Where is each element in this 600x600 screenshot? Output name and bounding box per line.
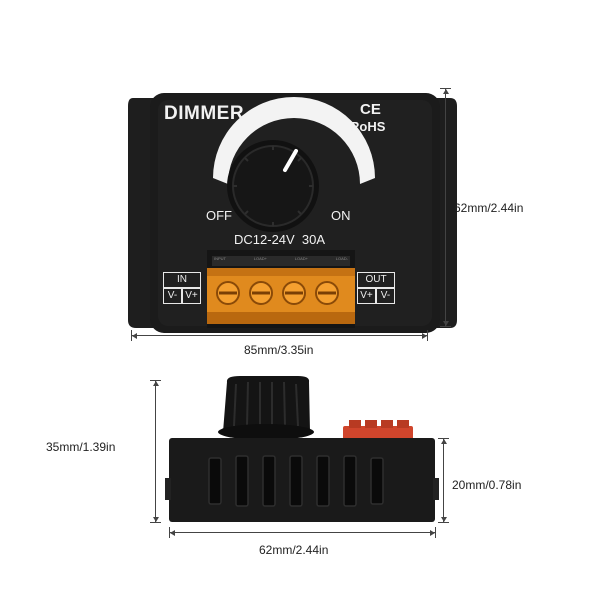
side-total-height-label: 35mm/1.39in	[46, 440, 116, 454]
top-height-label: 62mm/2.44in	[454, 201, 524, 215]
out-terminal-pos: V+	[357, 288, 376, 304]
side-body-arrow-down	[441, 517, 447, 522]
side-total-height-line	[155, 380, 156, 522]
top-height-line	[445, 88, 446, 326]
side-width-line	[169, 532, 435, 533]
dimmer-side-body	[165, 376, 439, 522]
on-label: ON	[331, 208, 351, 223]
in-terminal-pos: V+	[182, 288, 201, 304]
out-label: OUT	[357, 272, 395, 288]
terminal-marking: LOAD-	[335, 256, 348, 261]
side-body-tick-top	[438, 438, 449, 439]
terminal-marking: LOAD+	[253, 256, 267, 261]
side-terminal-block	[343, 426, 413, 440]
knob-ridges	[233, 146, 313, 226]
in-terminal-neg: V-	[163, 288, 182, 304]
side-body-height-label: 20mm/0.78in	[452, 478, 522, 492]
side-total-arrow-up	[153, 381, 159, 386]
top-height-tick-bottom	[440, 326, 451, 327]
terminal-marking: LOAD+	[294, 256, 308, 261]
device-title: DIMMER	[164, 103, 245, 124]
brightness-arc	[213, 97, 375, 184]
side-view: 35mm/1.39in 20mm/0.78in 62mm/2.44in	[0, 360, 600, 600]
top-width-arrow-right	[422, 333, 427, 339]
top-height-tick-top	[440, 88, 451, 89]
top-height-arrow-down	[443, 321, 449, 326]
side-body-arrow-up	[441, 439, 447, 444]
ce-mark: CE	[360, 101, 381, 118]
rating-label: DC12-24V 30A	[234, 232, 326, 247]
dimmer-top-body	[128, 93, 457, 333]
top-view: DIMMER CE RoHS OFF ON DC12-24V 30A INPUT…	[128, 88, 524, 357]
in-label: IN	[163, 272, 201, 288]
terminal-markings: INPUT LOAD+ LOAD+ LOAD-	[214, 256, 348, 261]
top-width-label: 85mm/3.35in	[244, 343, 314, 357]
side-knob	[223, 376, 310, 432]
side-total-tick-top	[150, 380, 161, 381]
side-body-tick-bottom	[438, 522, 449, 523]
side-vents	[208, 455, 384, 507]
knob-indicator	[283, 149, 298, 172]
top-width-tick-left	[131, 330, 132, 341]
in-label-box: IN V- V+	[163, 272, 201, 306]
off-label: OFF	[206, 208, 232, 223]
top-height-arrow-up	[443, 89, 449, 94]
out-terminal-neg: V-	[376, 288, 395, 304]
side-total-arrow-down	[153, 517, 159, 522]
terminal-marking: INPUT	[214, 256, 226, 261]
top-width-line	[131, 335, 427, 336]
out-label-box: OUT V+ V-	[357, 272, 395, 306]
side-body-height-line	[443, 438, 444, 522]
rohs-mark: RoHS	[350, 119, 386, 134]
side-width-label: 62mm/2.44in	[259, 543, 329, 557]
side-width-arrow-left	[170, 530, 175, 536]
side-total-tick-bottom	[150, 522, 161, 523]
top-width-arrow-left	[132, 333, 137, 339]
terminal-screws	[216, 281, 339, 305]
side-width-arrow-right	[430, 530, 435, 536]
side-knob-base	[218, 424, 314, 440]
terminal-block-cover	[207, 268, 355, 324]
side-width-tick-right	[435, 527, 436, 538]
side-width-tick-left	[169, 527, 170, 538]
top-width-tick-right	[427, 330, 428, 341]
